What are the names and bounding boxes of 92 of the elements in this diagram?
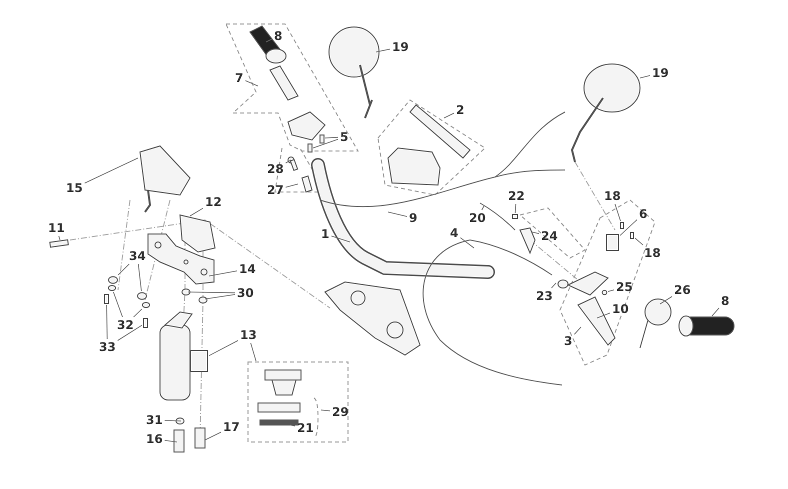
callout-number: 11 <box>47 221 66 235</box>
screw <box>630 232 634 239</box>
callout-number: 25 <box>615 280 634 294</box>
leader-line <box>118 264 130 276</box>
leader-line <box>640 75 650 78</box>
leader-line <box>285 160 292 164</box>
callout-number: 10 <box>611 302 630 316</box>
callout-number: 20 <box>468 211 487 225</box>
leader-line <box>331 236 350 242</box>
leader-line <box>460 237 474 248</box>
callout-number: 8 <box>273 29 284 43</box>
callout-number: 14 <box>238 262 257 276</box>
nut <box>602 290 607 295</box>
callout-number: 30 <box>236 286 255 300</box>
callout-number: 27 <box>266 183 285 197</box>
callout-number: 9 <box>408 211 418 225</box>
screw <box>620 222 624 229</box>
leader-line <box>106 304 108 340</box>
callout-number: 26 <box>673 283 692 297</box>
callout-number: 19 <box>651 66 670 80</box>
leader-line <box>514 204 516 214</box>
leader-line <box>188 292 236 294</box>
callout-number: 13 <box>239 328 258 342</box>
leader-line <box>266 38 272 42</box>
leader-line <box>204 294 236 300</box>
callout-number: 28 <box>266 162 285 176</box>
leader-line <box>245 80 258 86</box>
leader-line <box>208 340 238 356</box>
leader-line <box>250 342 256 362</box>
leader-line <box>138 264 142 292</box>
bolt <box>143 318 148 328</box>
leader-line <box>164 420 182 422</box>
leader-line <box>133 308 142 318</box>
callout-number: 21 <box>296 421 315 435</box>
callout-number: 29 <box>331 405 350 419</box>
washer <box>108 285 116 291</box>
leader-line <box>320 410 330 412</box>
leader-line <box>58 236 60 240</box>
leader-line <box>444 112 454 118</box>
leader-line <box>113 292 123 318</box>
leader-line <box>84 158 138 184</box>
callout-number: 17 <box>222 420 241 434</box>
callout-number: 7 <box>234 71 244 85</box>
callout-number: 1 <box>320 227 330 241</box>
callout-number: 4 <box>449 226 460 240</box>
leader-line <box>481 206 484 210</box>
leader-line <box>532 232 540 234</box>
leader-line <box>388 212 408 217</box>
leader-line <box>190 208 204 216</box>
callout-number: 5 <box>339 130 350 144</box>
callout-number: 15 <box>65 181 84 195</box>
leader-line <box>164 440 178 442</box>
leader-line <box>660 296 672 304</box>
callout-number: 18 <box>643 246 662 260</box>
leader-line <box>614 204 621 222</box>
leader-line <box>285 184 298 188</box>
lever-clamp <box>606 234 619 251</box>
leader-line <box>712 308 720 316</box>
washer <box>142 302 150 308</box>
leader-line <box>117 324 142 341</box>
leader-line <box>324 136 338 138</box>
callout-number: 31 <box>145 413 164 427</box>
mounting-bracket <box>190 350 208 372</box>
leader-line <box>376 48 390 52</box>
leader-line <box>312 138 338 148</box>
callout-number: 3 <box>563 334 574 348</box>
callout-number: 23 <box>535 289 554 303</box>
leader-line <box>620 219 638 236</box>
leader-line <box>596 312 610 318</box>
leader-line <box>208 270 238 276</box>
callout-number: 2 <box>455 103 466 117</box>
spacer <box>137 292 147 300</box>
callout-number: 24 <box>540 229 559 243</box>
leader-line <box>290 424 296 426</box>
callout-number: 19 <box>391 40 410 54</box>
callout-number: 8 <box>720 294 730 308</box>
callout-number: 34 <box>128 249 147 263</box>
leader-line <box>204 432 222 440</box>
callout-number: 32 <box>116 318 135 332</box>
callout-number: 22 <box>507 189 526 203</box>
callout-number: 12 <box>204 195 223 209</box>
callout-number: 33 <box>98 340 117 354</box>
screw <box>512 214 518 219</box>
leader-line <box>551 282 556 288</box>
spacer <box>108 276 118 284</box>
callout-number: 18 <box>603 189 622 203</box>
leader-line <box>608 290 614 292</box>
bolt <box>104 294 109 304</box>
callout-number: 16 <box>145 432 164 446</box>
callout-number: 6 <box>638 207 648 221</box>
leader-line <box>634 238 644 246</box>
leader-line <box>574 326 582 335</box>
